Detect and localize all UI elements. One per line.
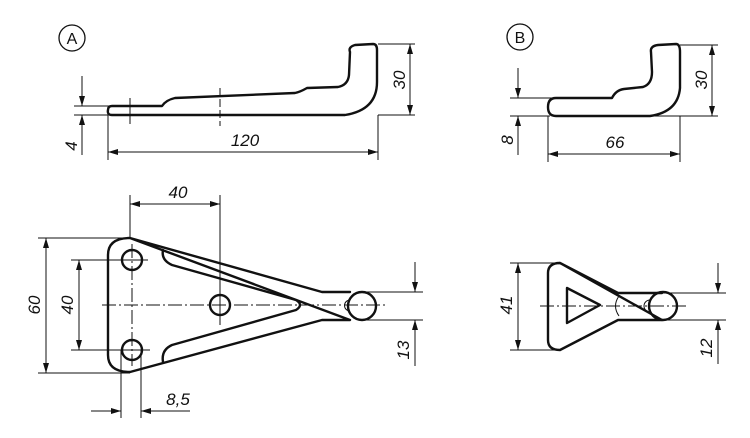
dim-a-stem-width: 13 [394, 340, 413, 359]
dim-a-height: 30 [390, 70, 409, 89]
view-a-label: A [67, 31, 78, 48]
part-a-profile [106, 42, 379, 117]
dim-b-height: 30 [692, 70, 711, 89]
part-a-outline [106, 236, 352, 374]
pin-head [346, 290, 378, 322]
dim-a-thickness: 4 [62, 141, 81, 150]
dim-b-thickness: 8 [498, 135, 517, 145]
dim-a-width: 60 [25, 295, 44, 314]
dim-a-hole-spacing-x: 40 [169, 183, 188, 202]
dim-b-stem-width: 12 [697, 338, 716, 357]
dim-a-hole-diameter: 8,5 [166, 390, 190, 409]
part-b-profile [546, 42, 682, 118]
view-a-top: 40 60 40 8,5 13 [25, 183, 423, 418]
view-a-side: A 30 120 4 [58, 24, 415, 160]
view-b-side: B 30 66 8 [498, 23, 718, 162]
view-b-label: B [515, 30, 526, 47]
dim-b-length: 66 [606, 133, 625, 152]
view-a-marker [58, 24, 86, 52]
dim-a-hole-spacing-y: 40 [58, 295, 77, 314]
view-b-top: 41 12 [497, 261, 726, 364]
dim-b-width: 41 [497, 296, 516, 315]
view-b-marker [506, 23, 534, 51]
dim-a-length: 120 [231, 131, 260, 150]
